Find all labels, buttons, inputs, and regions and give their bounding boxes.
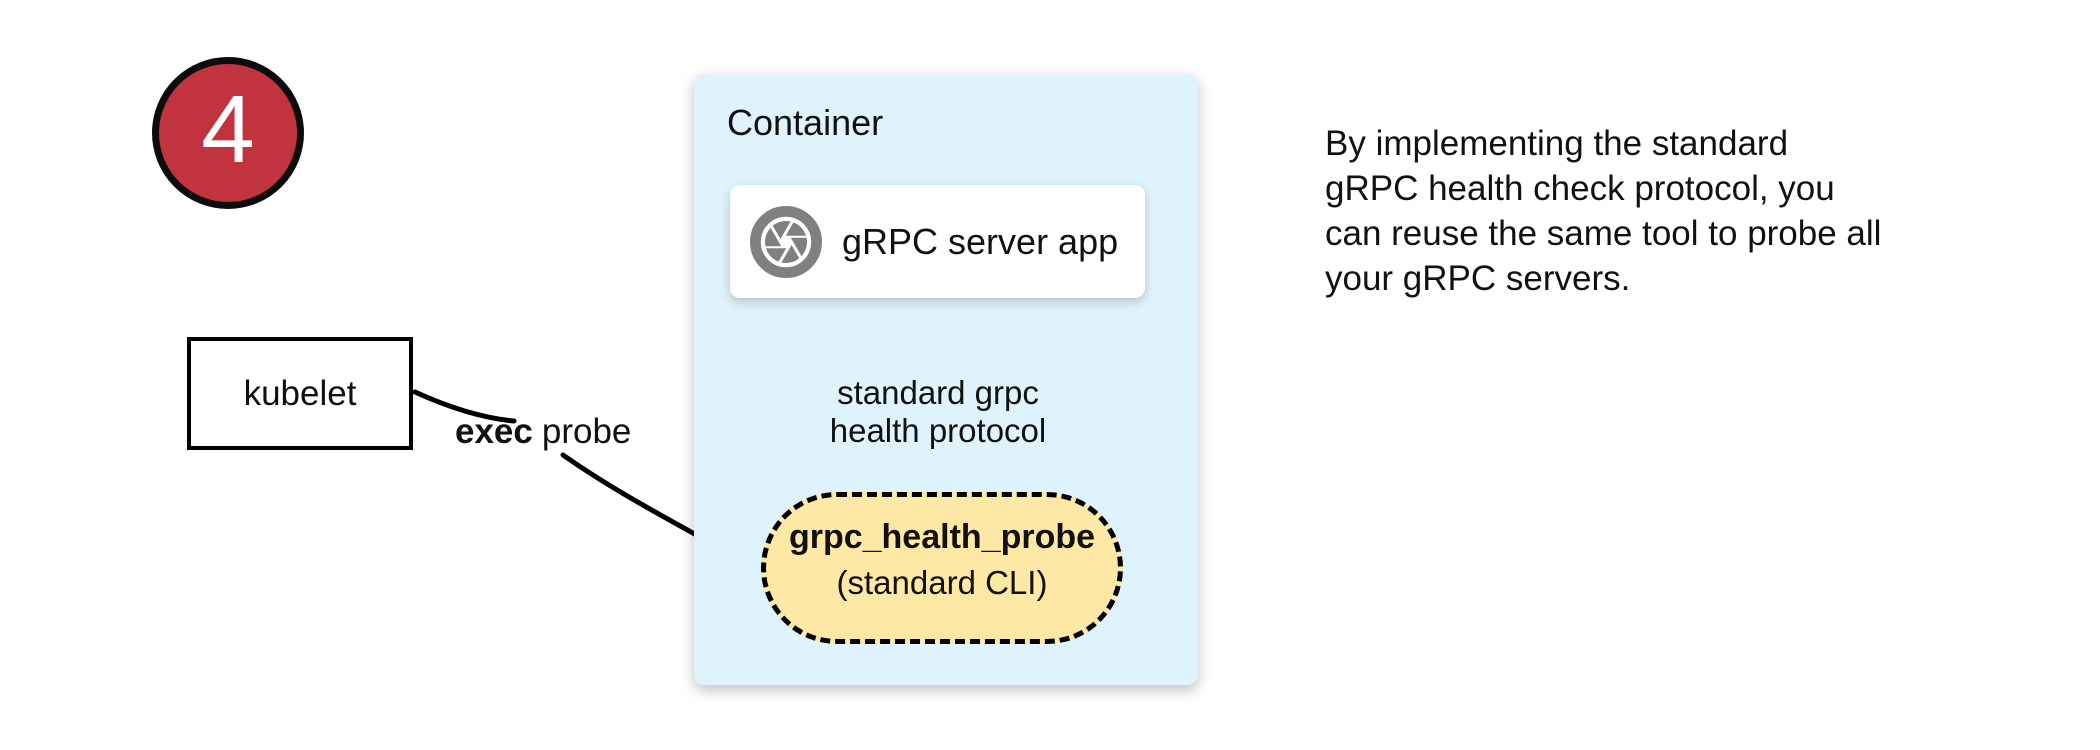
container-box: Container gRPC server app standard grpc … [694, 74, 1198, 685]
kubelet-box: kubelet [187, 337, 413, 450]
protocol-label-line2: health protocol [829, 412, 1047, 449]
kubelet-label: kubelet [243, 373, 357, 413]
note-text: By implementing the standard gRPC health… [1325, 121, 1925, 301]
note-line: gRPC health check protocol, you [1325, 169, 1835, 208]
exec-probe-label-rest: probe [541, 412, 632, 451]
grpc-health-probe-text: grpc_health_probe (standard CLI) [789, 515, 1095, 605]
grpc-health-probe-name: grpc_health_probe [788, 518, 1096, 556]
grpc-health-probe-subtitle: (standard CLI) [836, 564, 1048, 601]
grpc-health-probe-box: grpc_health_probe (standard CLI) [761, 492, 1123, 644]
note-line: can reuse the same tool to probe all [1325, 214, 1882, 253]
note-line: By implementing the standard [1325, 124, 1789, 163]
exec-probe-label-bold: exec [455, 412, 533, 451]
protocol-label-line1: standard grpc [837, 374, 1039, 411]
note-line: your gRPC servers. [1325, 259, 1631, 298]
aperture-icon [750, 205, 822, 278]
protocol-label: standard grpc health protocol [788, 374, 1088, 450]
step-badge: 4 [152, 57, 304, 209]
container-title: Container [727, 102, 884, 143]
grpc-server-app-box: gRPC server app [730, 185, 1145, 298]
step-number: 4 [201, 76, 255, 183]
grpc-server-app-label: gRPC server app [842, 220, 1119, 262]
